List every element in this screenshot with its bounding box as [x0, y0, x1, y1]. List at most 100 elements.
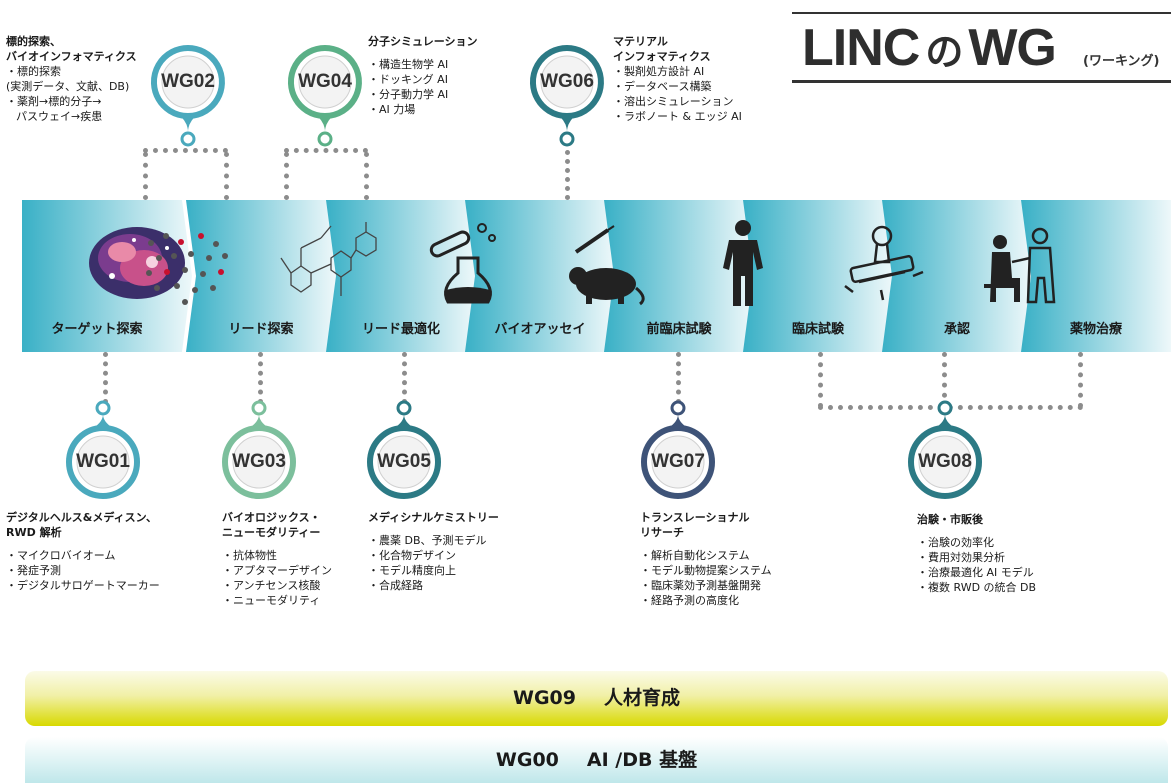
- stage-bioassay: バイオアッセイ: [429, 200, 615, 352]
- wg03-item: ・抗体物性: [222, 549, 277, 562]
- wg05-item: ・合成経路: [368, 579, 423, 592]
- wg02-item: (実測データ、文献、DB): [6, 80, 130, 93]
- wg01-pin[interactable]: WG01: [65, 400, 141, 500]
- wg01-item: ・デジタルサロゲートマーカー: [6, 579, 160, 592]
- wg06-item: ・データベース構築: [613, 80, 712, 93]
- wg08-heading: 治験・市販後: [917, 513, 983, 526]
- wg06-heading: マテリアル: [613, 35, 668, 48]
- wg09-bar[interactable]: WG09 人材育成: [25, 671, 1168, 726]
- molecule-structure-icon: [280, 222, 377, 296]
- stage-label: 前臨床試験: [646, 322, 712, 337]
- wg00-bar[interactable]: WG00 AI /DB 基盤: [25, 737, 1168, 783]
- stage-lead-discovery: リード探索: [146, 200, 336, 352]
- wg04-pin[interactable]: WG04: [287, 44, 363, 148]
- wg08-item: ・費用対効果分析: [917, 551, 1005, 564]
- wg01-heading: RWD 解析: [6, 526, 62, 539]
- connector-wg06: [565, 150, 570, 200]
- wg05-pin[interactable]: WG05: [366, 400, 442, 500]
- wg05-item: ・農薬 DB、予測モデル: [368, 534, 487, 547]
- person-icon: [723, 220, 763, 306]
- wg02-item: ・薬剤→標的分子→: [6, 95, 102, 108]
- wg07-heading: リサーチ: [640, 526, 684, 539]
- wg01-label: WG01: [76, 451, 130, 472]
- wg04-item: ・分子動力学 AI: [368, 88, 449, 101]
- wg09-label: 人材育成: [603, 687, 680, 709]
- wg08-pin[interactable]: WG08: [907, 400, 983, 500]
- wg08-description: 治験・市販後 ・治験の効率化 ・費用対効果分析 ・治療最適化 AI モデル ・複…: [917, 512, 1036, 595]
- wg07-item: ・経路予測の高度化: [640, 594, 739, 607]
- wg03-heading: ニューモダリティー: [222, 526, 321, 539]
- connector-wg02-left: [143, 152, 148, 200]
- wg07-description: トランスレーショナル リサーチ ・解析自動化システム ・モデル動物提案システム …: [640, 510, 772, 608]
- wg06-description: マテリアル インフォマティクス ・製剤処方設計 AI ・データベース構築 ・溶出…: [613, 34, 742, 124]
- wg08-item: ・複数 RWD の統合 DB: [917, 581, 1037, 594]
- nebula-icon: [89, 227, 185, 299]
- wg06-label: WG06: [540, 71, 594, 92]
- stage-label: ターゲット探索: [51, 322, 143, 337]
- stage-label: リード最適化: [361, 322, 440, 337]
- wg02-heading: 標的探索、: [6, 35, 61, 48]
- connector-wg07: [676, 352, 681, 404]
- wg05-label: WG05: [377, 451, 431, 472]
- wg06-item: ・ラボノート & エッジ AI: [613, 110, 742, 123]
- wg09-id: WG09: [512, 687, 576, 709]
- title-bottom-rule: [792, 80, 1171, 83]
- stage-lead-optimization: リード最適化: [280, 200, 476, 352]
- wg04-item: ・ドッキング AI: [368, 73, 448, 86]
- wg06-pin[interactable]: WG06: [529, 44, 605, 148]
- wg04-description: 分子シミュレーション ・構造生物学 AI ・ドッキング AI ・分子動力学 AI…: [368, 34, 478, 117]
- wg08-label: WG08: [918, 451, 972, 472]
- wg02-description: 標的探索、 バイオインフォマティクス ・標的探索 (実測データ、文献、DB) ・…: [6, 34, 137, 124]
- stage-clinical-trial: 臨床試験: [723, 200, 893, 352]
- stamp-icon: [844, 225, 924, 301]
- wg03-pin[interactable]: WG03: [221, 400, 297, 500]
- wg00-id: WG00: [495, 749, 559, 771]
- wg02-heading: バイオインフォマティクス: [6, 50, 137, 63]
- stage-target-discovery: ターゲット探索: [22, 200, 192, 352]
- wg00-label: AI /DB 基盤: [586, 749, 698, 771]
- wg03-item: ・アプタマーデザイン: [222, 564, 332, 577]
- wg07-item: ・解析自動化システム: [640, 549, 750, 562]
- page-subtitle: (ワーキング): [1083, 54, 1160, 69]
- wg03-heading: バイオロジックス・: [222, 511, 321, 524]
- wg05-heading: メディシナルケミストリー: [368, 511, 499, 524]
- wg07-item: ・臨床薬効予測基盤開発: [640, 579, 761, 592]
- connector-wg08-mid: [942, 352, 947, 408]
- wg07-item: ・モデル動物提案システム: [640, 564, 772, 577]
- stage-label: バイオアッセイ: [494, 322, 586, 337]
- wg05-description: メディシナルケミストリー ・農薬 DB、予測モデル ・化合物デザイン ・モデル精…: [368, 510, 499, 593]
- stage-drug-therapy: 薬物治療: [984, 200, 1171, 352]
- wg06-heading: インフォマティクス: [613, 50, 711, 63]
- stage-label: リード探索: [228, 322, 294, 337]
- wg02-item: ・標的探索: [6, 65, 61, 78]
- stage-label: 薬物治療: [1069, 322, 1122, 337]
- connector-wg02-top: [143, 148, 228, 153]
- wg08-item: ・治験の効率化: [917, 536, 994, 549]
- doctor-patient-icon: [984, 227, 1056, 304]
- connector-wg04-top: [284, 148, 368, 153]
- wg03-item: ・ニューモダリティ: [222, 594, 321, 607]
- connector-wg04-left: [284, 152, 289, 200]
- wg02-pin[interactable]: WG02: [150, 44, 226, 148]
- wg07-pin[interactable]: WG07: [640, 400, 716, 500]
- wg01-item: ・発症予測: [6, 564, 61, 577]
- wg05-item: ・モデル精度向上: [368, 564, 456, 577]
- wg01-description: デジタルヘルス&メディスン、 RWD 解析 ・マイクロバイオーム ・発症予測 ・…: [6, 510, 160, 593]
- wg04-label: WG04: [298, 71, 352, 92]
- stage-preclinical: 前臨床試験: [569, 200, 754, 352]
- mouse-syringe-icon: [569, 225, 645, 306]
- connector-wg05: [402, 352, 407, 404]
- title-top-rule: [792, 12, 1171, 14]
- connector-wg02-right: [224, 152, 229, 200]
- connector-wg04-right: [364, 152, 369, 200]
- wg05-item: ・化合物デザイン: [368, 549, 456, 562]
- wg07-label: WG07: [651, 451, 705, 472]
- stage-label: 承認: [943, 322, 970, 337]
- connector-wg08-right: [1078, 352, 1083, 408]
- wg03-item: ・アンチセンス核酸: [222, 579, 321, 592]
- connector-wg01: [103, 352, 108, 404]
- flask-testtube-icon: [429, 223, 496, 304]
- wg03-description: バイオロジックス・ ニューモダリティー ・抗体物性 ・アプタマーデザイン ・アン…: [222, 510, 332, 608]
- stage-label: 臨床試験: [791, 322, 844, 337]
